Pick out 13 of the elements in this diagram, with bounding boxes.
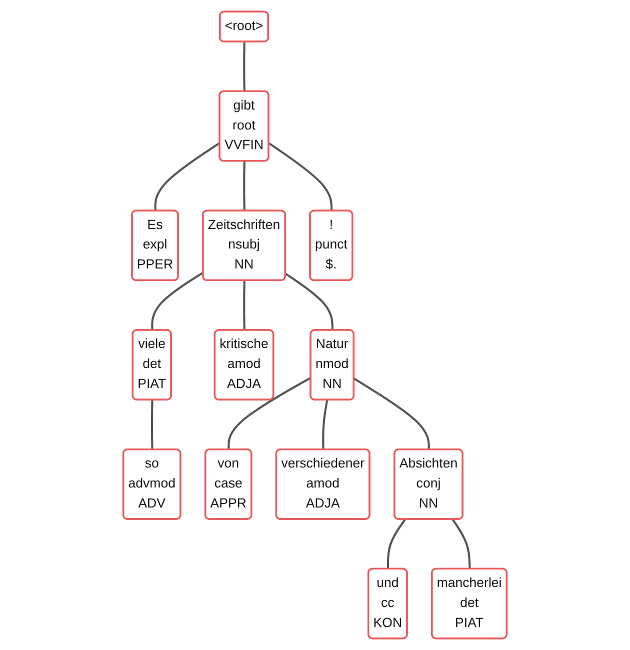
connector xyxy=(354,378,430,450)
connector xyxy=(151,272,204,330)
connector xyxy=(154,142,220,212)
connector xyxy=(386,518,406,570)
connector xyxy=(243,280,246,330)
connector xyxy=(268,142,333,212)
connector xyxy=(322,400,328,450)
connector xyxy=(452,518,471,570)
connector xyxy=(228,376,312,450)
connector xyxy=(243,42,246,92)
connector xyxy=(284,272,334,330)
connector xyxy=(150,400,154,450)
connector xyxy=(243,161,246,212)
